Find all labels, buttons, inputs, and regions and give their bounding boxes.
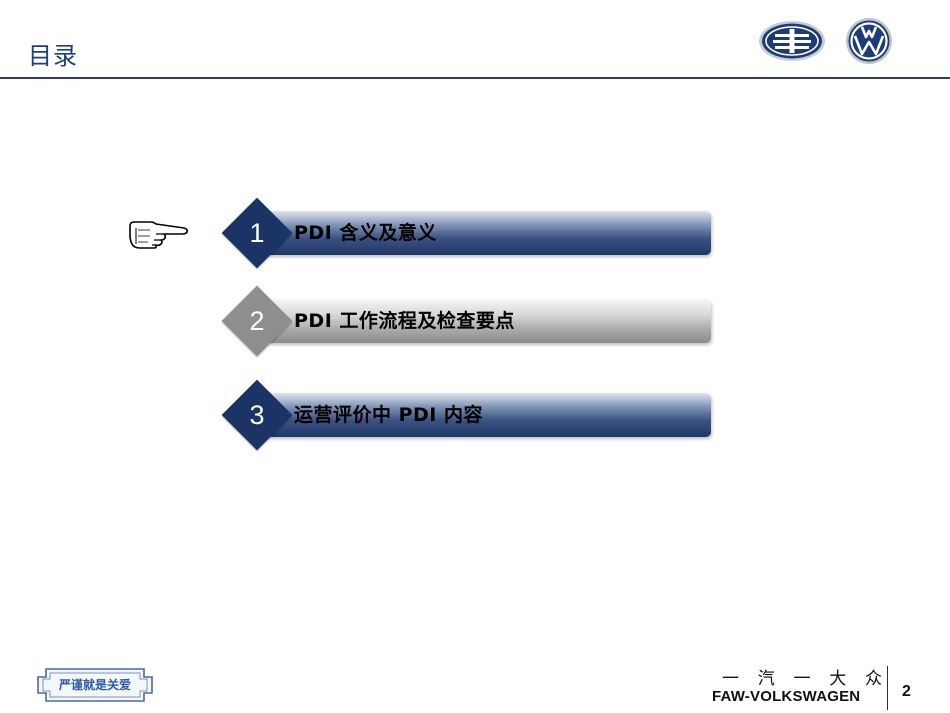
brand-chinese: 一 汽 一 大 众 — [722, 669, 882, 689]
agenda-item-2[interactable]: 2 PDI 工作流程及检查要点 — [221, 285, 714, 357]
faw-logo-icon — [759, 21, 825, 61]
brand-english: FAW-VOLKSWAGEN — [712, 688, 861, 705]
agenda-label: PDI 含义及意义 — [294, 222, 437, 244]
vw-logo-icon — [846, 18, 892, 64]
slogan-logo-icon: 严谨就是关爱 — [37, 668, 153, 702]
agenda-bar — [266, 211, 711, 255]
slogan-text: 严谨就是关爱 — [58, 677, 131, 692]
page-title: 目录 — [28, 42, 78, 70]
agenda-number: 1 — [249, 217, 265, 248]
agenda-number: 2 — [249, 305, 265, 336]
agenda-bar — [266, 299, 711, 343]
agenda-item-1[interactable]: 1 PDI 含义及意义 — [221, 197, 714, 269]
agenda-bar — [266, 393, 711, 437]
agenda-label: 运营评价中 PDI 内容 — [294, 404, 483, 426]
pointing-hand-icon — [129, 221, 188, 249]
page-number: 2 — [902, 683, 911, 700]
footer-divider — [887, 666, 888, 710]
agenda-number: 3 — [249, 399, 265, 430]
agenda-label: PDI 工作流程及检查要点 — [294, 310, 515, 332]
header-divider — [0, 77, 950, 79]
agenda-item-3[interactable]: 3 运营评价中 PDI 内容 — [221, 379, 714, 451]
